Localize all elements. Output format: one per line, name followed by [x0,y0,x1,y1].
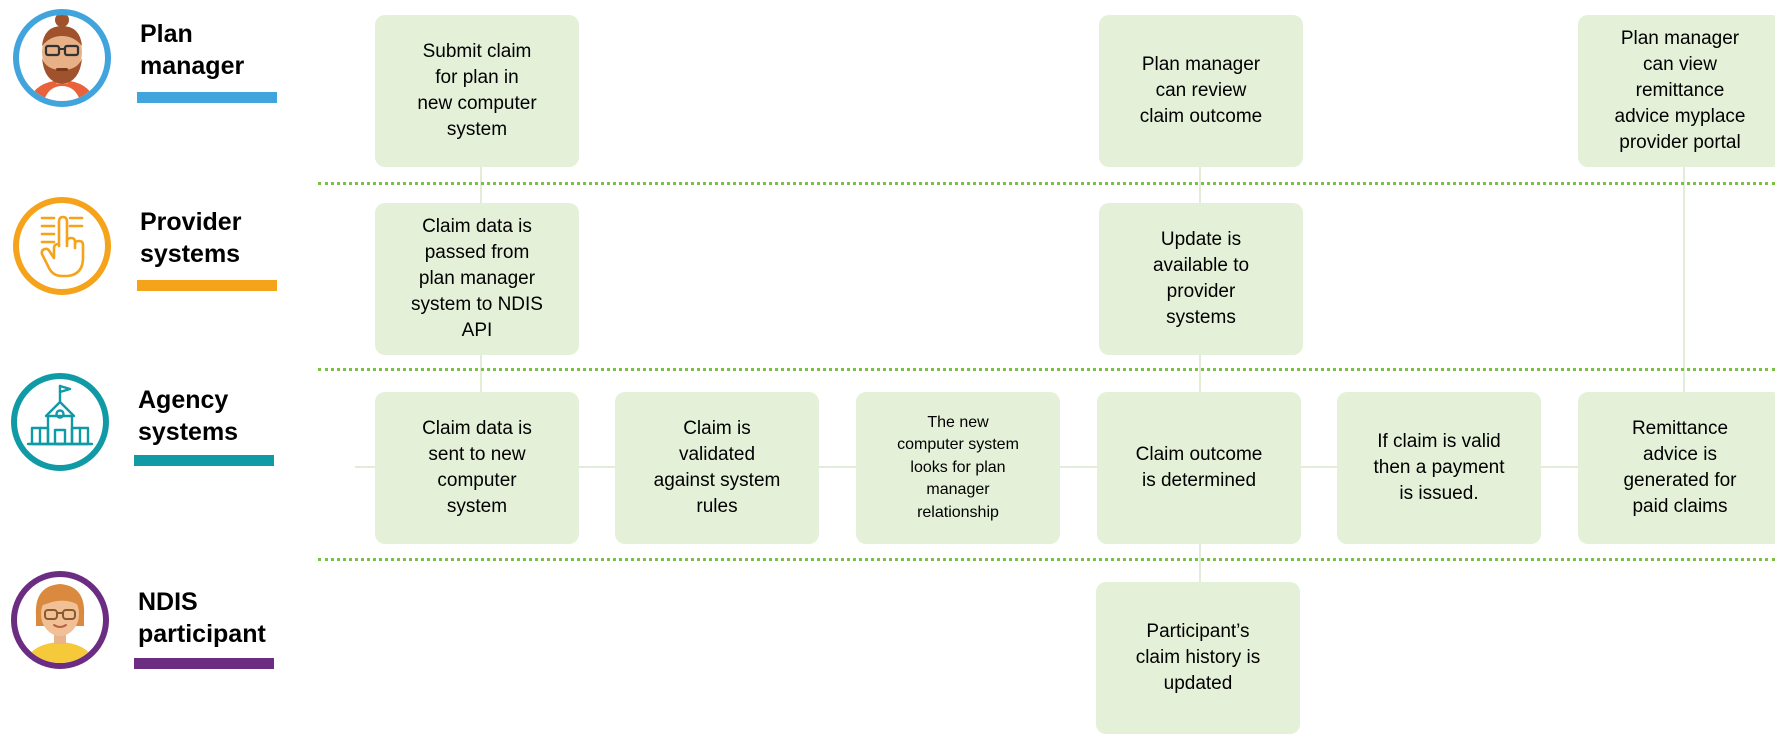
lane-label: Agency systems [138,386,239,446]
lane-plan-manager: Plan manager [0,4,300,114]
card-text: Submit claim for plan in new computer sy… [417,41,537,140]
card-text: Claim is validated against system rules [653,418,781,517]
lane-color-bar [137,92,277,103]
card-claim-data-passed: Claim data is passed from plan manager s… [375,203,579,355]
card-payment-issued: If claim is valid then a payment is issu… [1337,392,1541,544]
card-plan-manager-review: Plan manager can review claim outcome [1099,15,1303,167]
lane-provider-systems: Provider systems [0,192,300,302]
connector-line [355,466,1775,468]
card-claim-data-sent: Claim data is sent to new computer syste… [375,392,579,544]
connector-line [1199,165,1201,585]
lane-label: Provider systems [140,208,242,268]
card-text: Plan manager can review claim outcome [1139,54,1263,127]
lane-color-bar [137,280,277,291]
lane-agency-systems: Agency systems [0,370,300,480]
card-claim-validated: Claim is validated against system rules [615,392,819,544]
lane-divider [318,558,1775,561]
lane-color-bar [134,455,274,466]
card-text: Claim data is sent to new computer syste… [422,418,532,517]
card-text: Plan manager can view remittance advice … [1614,28,1746,153]
card-submit-claim: Submit claim for plan in new computer sy… [375,15,579,167]
connector-line [1683,165,1685,405]
card-text: The new computer system looks for plan m… [897,413,1019,521]
card-remittance-generated: Remittance advice is generated for paid … [1578,392,1775,544]
card-text: Participant’s claim history is updated [1135,621,1261,694]
hand-pointer-icon [13,197,111,295]
card-looks-for-relationship: The new computer system looks for plan m… [856,392,1060,544]
lane-color-bar [134,658,274,669]
card-text: If claim is valid then a payment is issu… [1373,431,1505,504]
school-building-icon [11,373,109,471]
card-claim-outcome-determined: Claim outcome is determined [1097,392,1301,544]
participant-avatar-icon [11,571,109,669]
card-plan-manager-view-remittance: Plan manager can view remittance advice … [1578,15,1775,167]
lane-ndis-participant: NDIS participant [0,566,300,676]
card-claim-history-updated: Participant’s claim history is updated [1096,582,1300,734]
lane-divider [318,368,1775,371]
card-update-available: Update is available to provider systems [1099,203,1303,355]
plan-manager-avatar-icon [13,9,111,107]
card-text: Remittance advice is generated for paid … [1623,418,1737,517]
card-text: Claim data is passed from plan manager s… [411,216,543,341]
lane-divider [318,182,1775,185]
lane-label: Plan manager [140,20,245,80]
lane-label: NDIS participant [138,588,266,648]
card-text: Update is available to provider systems [1152,229,1250,328]
card-text: Claim outcome is determined [1135,444,1263,491]
